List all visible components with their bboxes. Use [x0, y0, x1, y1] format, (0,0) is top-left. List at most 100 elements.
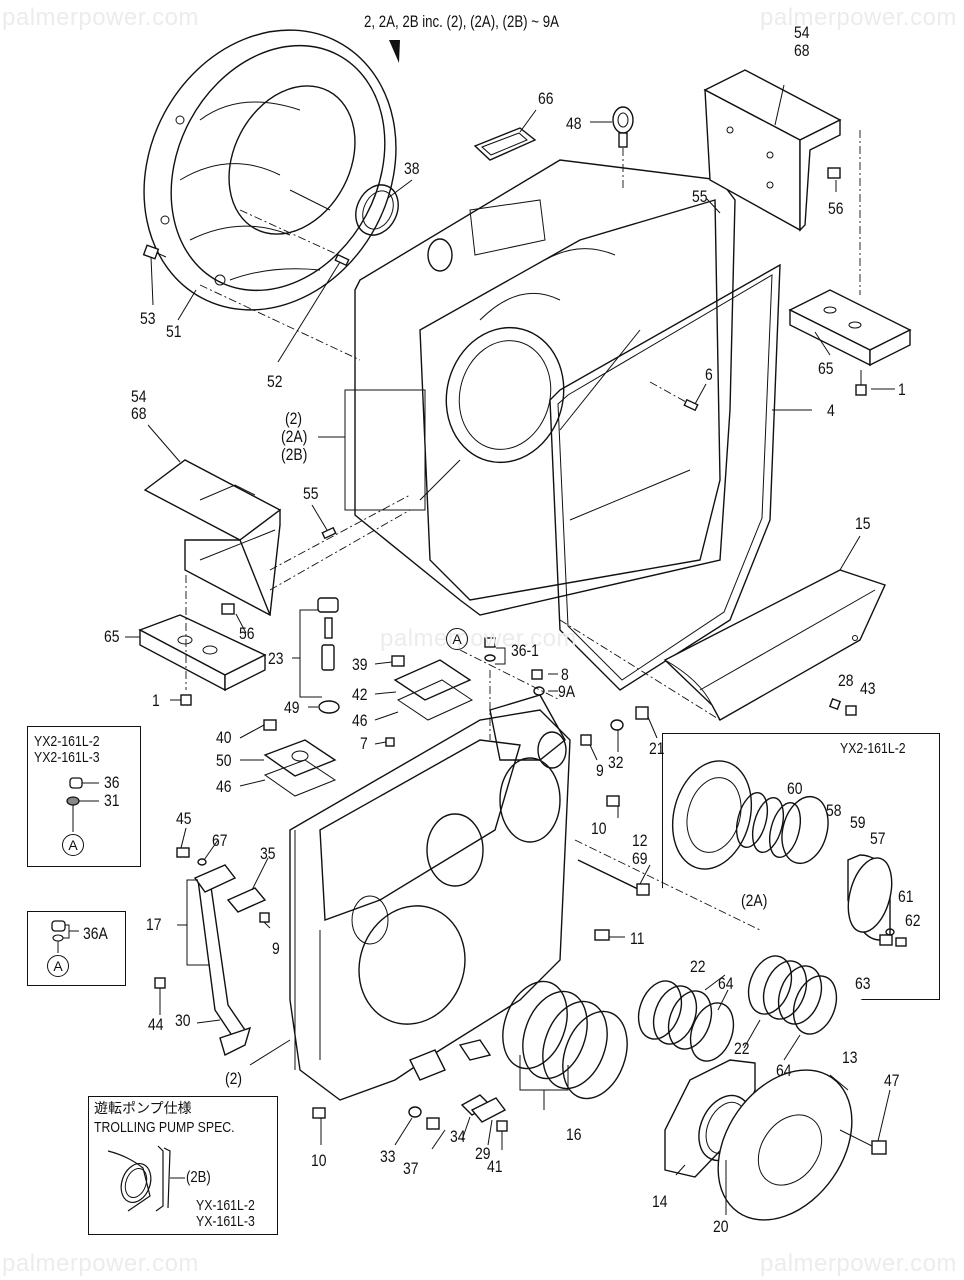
callout-56-top: 56: [828, 199, 844, 218]
watermark-bottom-left: palmerpower.com: [2, 1250, 199, 1277]
callout-14: 14: [652, 1192, 668, 1211]
callout-46-a: 46: [352, 711, 368, 730]
callout-56-left: 56: [239, 624, 255, 643]
callout-69: 69: [632, 849, 648, 868]
callout-47: 47: [884, 1071, 900, 1090]
callout-12: 12: [632, 831, 648, 850]
callout-36-1: 36-1: [511, 641, 539, 660]
callout-13: 13: [842, 1048, 858, 1067]
callout-66: 66: [538, 89, 554, 108]
oil-pipe-part-17: [193, 864, 252, 1057]
watermark-top-right: palmerpower.com: [760, 4, 957, 31]
watermark-top-left: palmerpower.com: [2, 4, 199, 31]
plug-part-8: [531, 669, 543, 680]
inset-36A: [27, 911, 126, 986]
gasket-part-35: [226, 887, 267, 913]
callout-68-top: 68: [794, 41, 810, 60]
callout-7: 7: [360, 734, 368, 753]
packing-rings-part-16: [502, 980, 628, 1100]
callout-33: 33: [380, 1147, 396, 1166]
bolt-part-10-lower: [312, 1107, 326, 1119]
callout-30: 30: [175, 1011, 191, 1030]
inset-model-1: YX2-161L-2: [34, 733, 100, 750]
dowel-part-55-left: [321, 526, 337, 540]
callout-case-2: (2): [285, 409, 303, 428]
callout-9-b: 9: [272, 939, 280, 958]
inset-callout-31: 31: [104, 791, 120, 810]
bolt-part-40: [263, 719, 277, 731]
inset-yx2-161l-2-title: YX2-161L-2: [840, 740, 906, 757]
callout-64-b: 64: [776, 1061, 792, 1080]
callout-9-a: 9: [596, 761, 604, 780]
callout-51: 51: [166, 322, 182, 341]
callout-15: 15: [855, 514, 871, 533]
callout-case-2A: (2A): [281, 427, 308, 446]
engine-mount-bracket-upper: [703, 69, 842, 232]
plug-washer-icon: [66, 777, 99, 832]
cover-part-15: [663, 569, 886, 721]
mount-block-part-65-upper: [788, 289, 912, 367]
pin-part-6: [683, 398, 699, 412]
bolt-part-45: [176, 847, 190, 858]
callout-42: 42: [352, 685, 368, 704]
stud-bolt-part-12-69: [577, 859, 641, 891]
callout-11: 11: [630, 929, 645, 948]
gasket-part-66: [473, 127, 537, 161]
inset-callout-59: 59: [850, 813, 866, 832]
washer-part-28: [828, 697, 842, 711]
reference-marker-A: A: [446, 628, 468, 650]
callout-case-2B: (2B): [281, 445, 308, 464]
callout-38: 38: [404, 159, 420, 178]
callout-54-left: 54: [131, 387, 147, 406]
callout-10-a: 10: [591, 819, 607, 838]
eye-bolt-part-48: [612, 106, 634, 188]
callout-4: 4: [827, 401, 835, 420]
inset-yx2-models: [27, 726, 141, 867]
trolling-model-1: YX-161L-2: [196, 1197, 255, 1214]
bolt-part-1-upper: [855, 384, 867, 396]
callout-32: 32: [608, 753, 624, 772]
callout-28: 28: [838, 671, 854, 690]
cover-part-13: [717, 1069, 853, 1221]
callout-29: 29: [475, 1144, 491, 1163]
callout-44: 44: [148, 1015, 164, 1034]
inset-callout-61: 61: [898, 887, 914, 906]
cover-plate-part-50: [263, 739, 337, 797]
o-rings-part-22-64-b: [747, 955, 838, 1035]
inset-36A-reference-A: A: [47, 955, 69, 977]
callout-46-b: 46: [216, 777, 232, 796]
callout-65-left: 65: [104, 627, 120, 646]
bolt-part-11: [594, 929, 610, 941]
trolling-model-2: YX-161L-3: [196, 1213, 255, 1230]
bolt-part-10-upper: [606, 795, 620, 807]
inset-callout-2A: (2A): [741, 891, 768, 910]
bolt-part-53: [142, 244, 167, 260]
callout-17: 17: [146, 915, 162, 934]
oil-seal-part-38: [355, 184, 399, 236]
washer-part-33: [408, 1106, 422, 1118]
trolling-title-english: TROLLING PUMP SPEC.: [94, 1119, 235, 1136]
callout-6: 6: [705, 365, 713, 384]
flywheel-housing-part-51: [143, 29, 397, 311]
bolt-part-39: [391, 655, 405, 667]
washer-part-9A: [533, 686, 545, 696]
callout-35: 35: [260, 844, 276, 863]
callout-54-top: 54: [794, 23, 810, 42]
plug-part-9-lower: [259, 912, 270, 923]
bolt-part-43: [845, 705, 857, 716]
drain-plug-icon: [51, 920, 79, 953]
down-arrow-icon: [389, 40, 400, 63]
callout-10-b: 10: [311, 1151, 327, 1170]
callout-55-left: 55: [303, 484, 319, 503]
callout-case-2-lower: (2): [225, 1069, 243, 1088]
callout-22-b: 22: [734, 1039, 750, 1058]
callout-64-a: 64: [718, 974, 734, 993]
o-rings-part-22-64-a: [637, 980, 735, 1062]
bolt-part-44: [154, 977, 166, 989]
callout-1-top: 1: [898, 380, 906, 399]
callout-leader-lines: [125, 84, 895, 1215]
callout-53: 53: [140, 309, 156, 328]
mount-block-part-65-left: [138, 614, 267, 692]
inset-model-2: YX2-161L-3: [34, 749, 100, 766]
